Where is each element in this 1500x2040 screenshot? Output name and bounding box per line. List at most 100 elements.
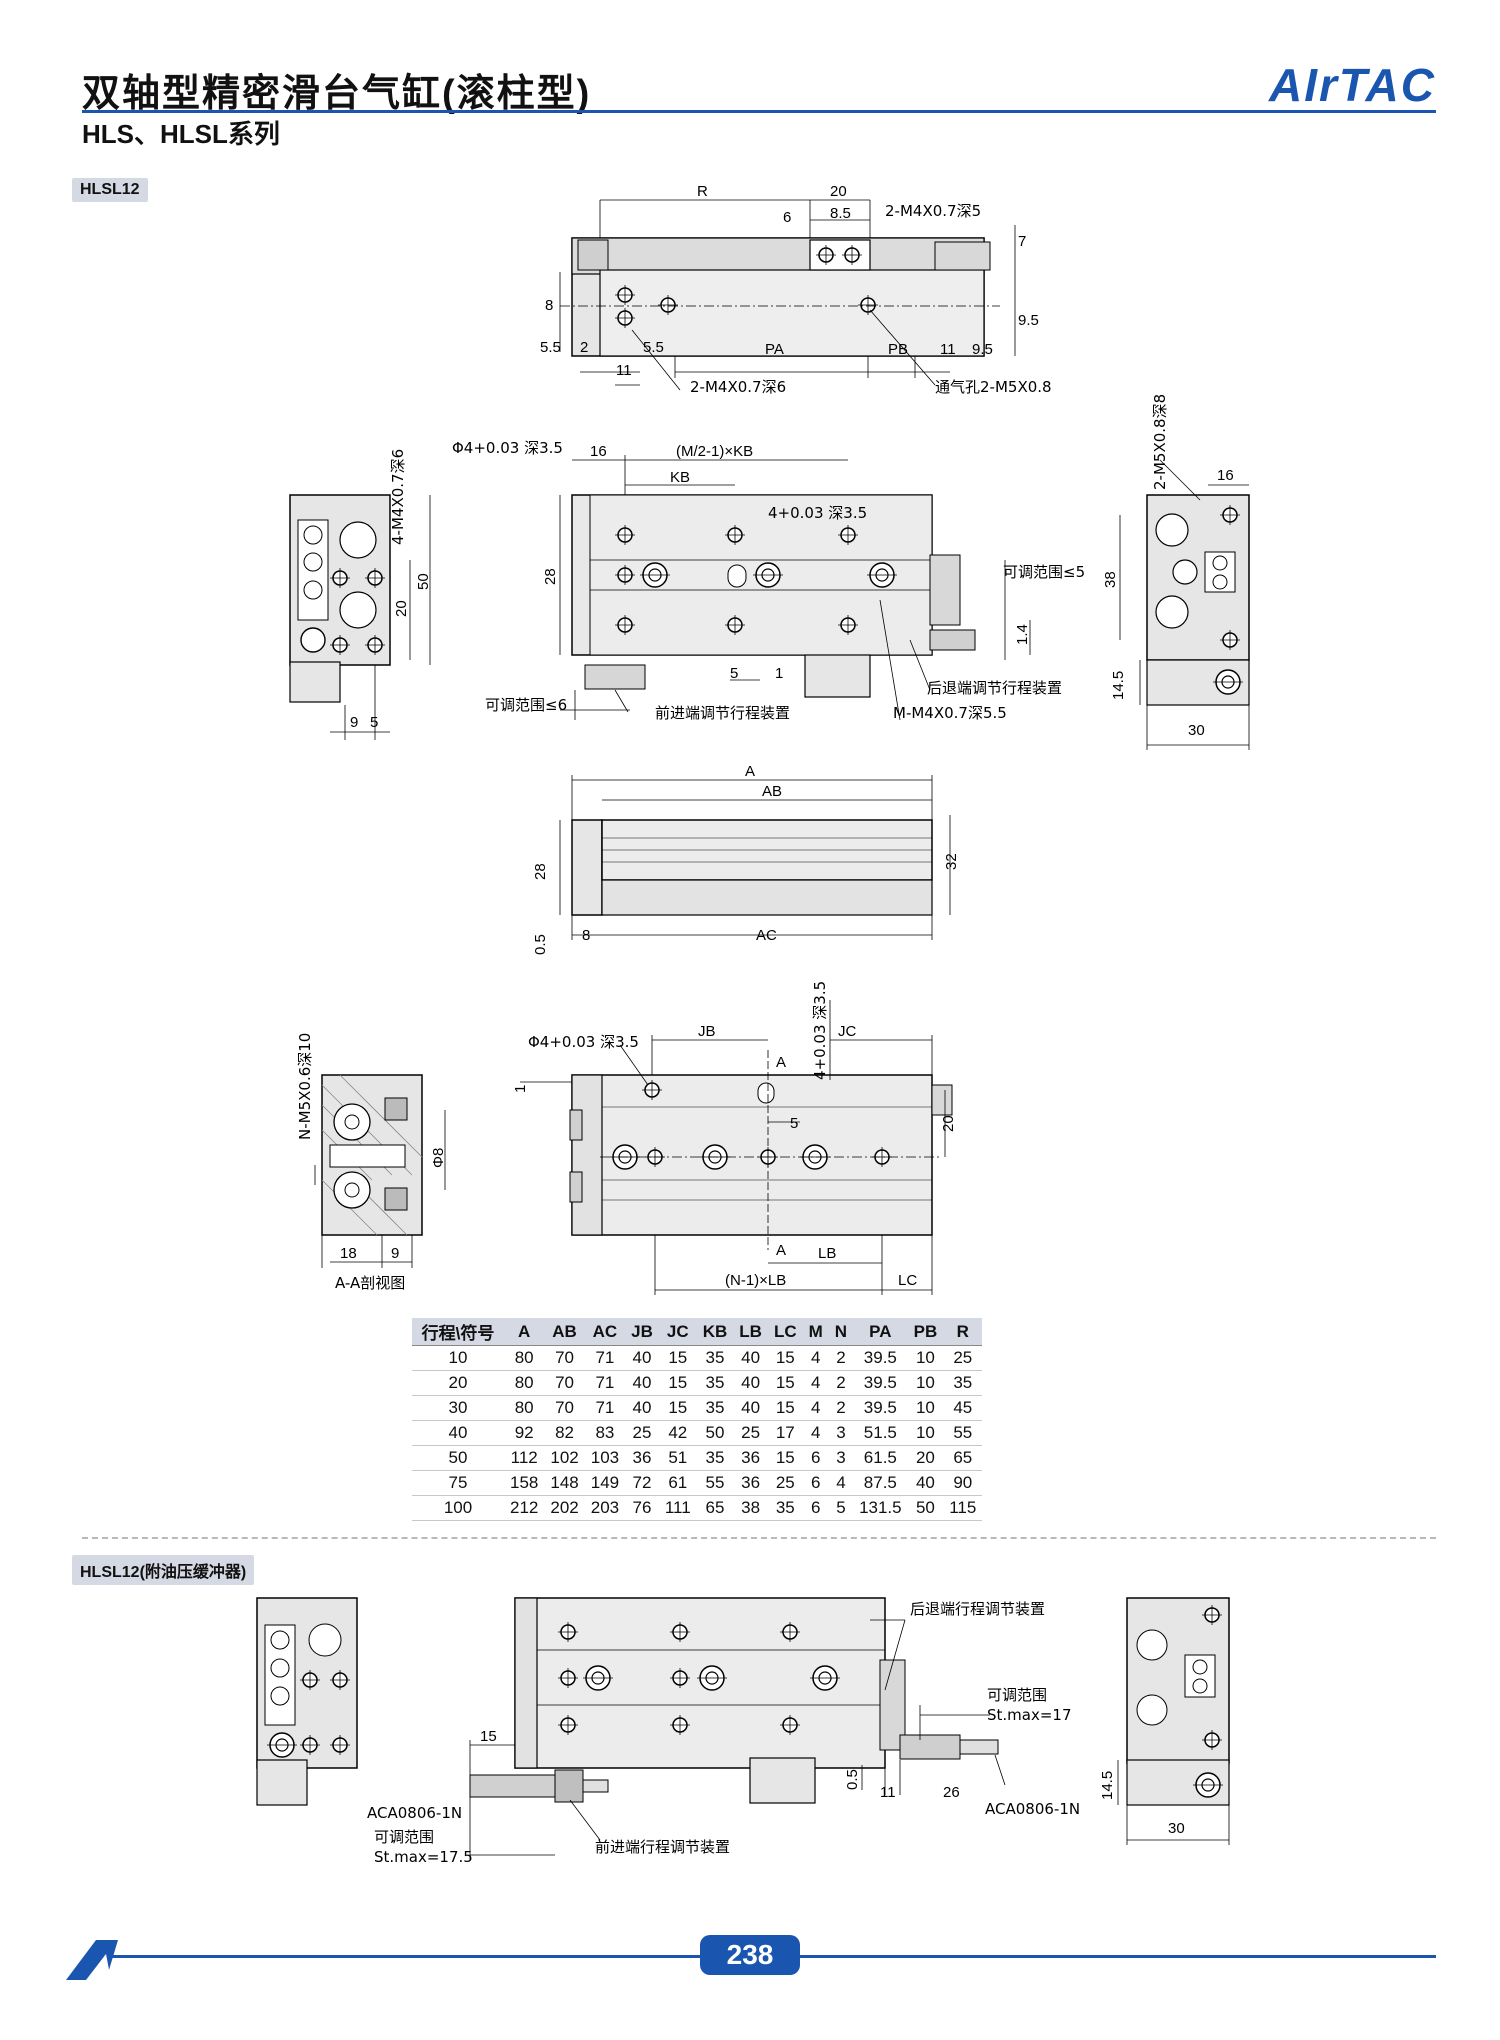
- table-cell: 10: [907, 1420, 944, 1446]
- right-end-view: 2-M5X0.8深8 16 38 14.5 30: [1102, 394, 1250, 750]
- dim-sec-18: 18: [340, 1245, 357, 1262]
- dim-top-8-5: 8.5: [830, 205, 851, 222]
- dim-sec-9: 9: [391, 1245, 399, 1262]
- table-cell: 102: [544, 1445, 585, 1471]
- table-cell: 51: [658, 1445, 697, 1471]
- table-cell: 112: [504, 1445, 545, 1471]
- table-cell: 50: [696, 1420, 734, 1446]
- table-cell: 6: [802, 1470, 829, 1496]
- label-buf-aca-right: ACA0806-1N: [985, 1800, 1080, 1818]
- table-cell: 92: [504, 1420, 545, 1446]
- dim-side-28: 28: [532, 863, 549, 880]
- label-buf-adj-left: 可调范围: [374, 1828, 434, 1846]
- table-header-cell: LC: [767, 1318, 803, 1346]
- label-bot-a1: A: [776, 1054, 786, 1071]
- table-cell: 35: [696, 1445, 734, 1471]
- table-cell: 35: [767, 1495, 803, 1521]
- table-header-cell: A: [504, 1318, 545, 1346]
- dim-bot-lb: LB: [818, 1245, 836, 1262]
- table-cell: 10: [412, 1345, 504, 1371]
- label-sec-nm5: N-M5X0.6深10: [296, 1033, 314, 1140]
- dim-top-9-5: 9.5: [972, 341, 993, 358]
- table-cell: 35: [696, 1345, 734, 1371]
- table-cell: 80: [504, 1345, 545, 1371]
- dim-bot-jc: JC: [838, 1023, 857, 1040]
- label-mid-rear: 后退端调节行程装置: [927, 679, 1062, 697]
- label-top-2m4x07-5: 2-M4X0.7深5: [885, 202, 981, 220]
- dim-right-30: 30: [1188, 722, 1205, 739]
- table-cell: 72: [625, 1470, 659, 1496]
- table-cell: 40: [625, 1395, 659, 1421]
- dim-side-32: 32: [943, 853, 960, 870]
- table-cell: 17: [767, 1420, 803, 1446]
- dim-bot-lc: LC: [898, 1272, 917, 1289]
- section-tag-hlsl12: HLSL12: [72, 178, 148, 202]
- header-rule: [82, 110, 1436, 113]
- table-cell: 83: [584, 1420, 626, 1446]
- label-bot-4-35: 4+0.03 深3.5: [811, 981, 829, 1080]
- table-cell: 70: [544, 1370, 585, 1396]
- dim-mid-16: 16: [590, 443, 607, 460]
- table-cell: 35: [696, 1370, 734, 1396]
- table-header-cell: 行程\符号: [412, 1318, 504, 1346]
- dim-mid-28: 28: [542, 568, 559, 585]
- table-header-cell: R: [943, 1318, 983, 1346]
- table-cell: 5: [828, 1495, 854, 1521]
- table-cell: 202: [544, 1495, 585, 1521]
- table-cell: 6: [802, 1445, 829, 1471]
- table-header-cell: JB: [625, 1318, 659, 1346]
- label-top-2m4x07-6: 2-M4X0.7深6: [690, 378, 786, 396]
- table-cell: 42: [658, 1420, 697, 1446]
- dim-side-ab: AB: [762, 783, 782, 800]
- label-top-vent: 通气孔2-M5X0.8: [935, 378, 1052, 396]
- dim-top-8: 8: [545, 297, 553, 314]
- table-cell: 40: [412, 1420, 504, 1446]
- dim-right-16: 16: [1217, 467, 1234, 484]
- table-cell: 15: [767, 1345, 803, 1371]
- table-header-cell: PA: [853, 1318, 908, 1346]
- dim-mid-1-4: 1.4: [1014, 624, 1031, 645]
- buffer-right-end-view: 14.5 30: [1099, 1597, 1230, 1845]
- table-cell: 40: [733, 1370, 768, 1396]
- dim-mid-m2kb: (M/2-1)×KB: [676, 443, 753, 460]
- label-bot-phi4: Φ4+0.03 深3.5: [528, 1033, 639, 1051]
- label-buf-front: 前进端行程调节装置: [595, 1838, 730, 1856]
- table-cell: 4: [828, 1470, 854, 1496]
- table-cell: 50: [907, 1495, 944, 1521]
- label-left-4m4: 4-M4X0.7深6: [389, 449, 407, 545]
- dim-right-38: 38: [1102, 571, 1119, 588]
- table-cell: 65: [943, 1445, 983, 1471]
- dim-top-11: 11: [940, 341, 956, 358]
- label-buf-stmax17: St.max=17: [987, 1706, 1072, 1724]
- table-cell: 80: [504, 1370, 545, 1396]
- table-cell: 15: [767, 1395, 803, 1421]
- table-header-cell: KB: [696, 1318, 734, 1346]
- table-cell: 149: [584, 1470, 626, 1496]
- table-cell: 51.5: [853, 1420, 908, 1446]
- dim-side-0-5: 0.5: [532, 934, 549, 955]
- table-cell: 65: [696, 1495, 734, 1521]
- dim-mid-5: 5: [730, 665, 738, 682]
- table-cell: 40: [733, 1345, 768, 1371]
- table-cell: 87.5: [853, 1470, 908, 1496]
- page-number: 238: [700, 1935, 800, 1975]
- table-cell: 4: [802, 1395, 829, 1421]
- dim-top-11b: 11: [616, 362, 632, 379]
- dim-top-2: 2: [580, 339, 588, 356]
- label-mid-adj5: 可调范围≤5: [1003, 563, 1085, 581]
- dim-buf-26: 26: [943, 1784, 960, 1801]
- table-cell: 25: [733, 1420, 768, 1446]
- table-cell: 4: [802, 1420, 829, 1446]
- table-cell: 158: [504, 1470, 545, 1496]
- table-cell: 15: [767, 1370, 803, 1396]
- label-right-2m5: 2-M5X0.8深8: [1151, 394, 1169, 490]
- dimension-table: 行程\符号 A AB AC JB JC KB LB LC M N PA PB R…: [412, 1318, 983, 1521]
- dim-top-20: 20: [830, 183, 847, 200]
